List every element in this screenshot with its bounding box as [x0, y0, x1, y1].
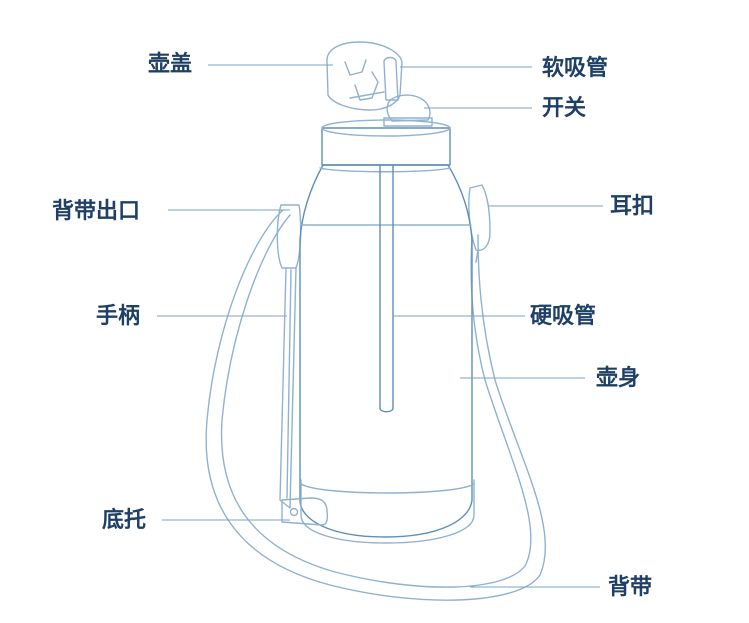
strap-outline-outer: [205, 209, 547, 601]
lid-hinge-bar: [349, 91, 385, 99]
label-switch: 开关: [542, 96, 587, 121]
strap-outline-inner: [220, 214, 532, 588]
base-clip: [281, 497, 329, 526]
base-shape: [300, 479, 475, 544]
body-shape: [299, 164, 473, 538]
label-base: 底托: [102, 508, 147, 533]
base-clip-screw: [289, 507, 299, 517]
label-strap-outlet: 背带出口: [52, 199, 141, 224]
label-soft-straw: 软吸管: [542, 56, 609, 81]
base-top-edge: [300, 483, 475, 494]
switch-base: [383, 117, 433, 127]
ear-buckle-stem: [475, 249, 479, 263]
label-body: 壶身: [596, 366, 641, 391]
soft-straw-shape: [383, 56, 399, 101]
label-strap: 背带: [608, 575, 653, 600]
neck-rim: [321, 119, 451, 137]
label-hard-straw: 硬吸管: [530, 304, 597, 329]
handle-grip-centerline: [286, 269, 292, 499]
handle-top-clip: [276, 204, 302, 269]
lid-inner-detail: [344, 59, 379, 101]
lid-shape: [326, 41, 403, 111]
switch-shape: [386, 94, 431, 122]
handle-grip: [279, 267, 297, 509]
label-ear-buckle: 耳扣: [610, 194, 655, 219]
label-handle: 手柄: [96, 304, 141, 329]
neck-shape: [321, 127, 451, 166]
label-lid: 壶盖: [148, 52, 193, 77]
body-shoulder-curve: [319, 167, 451, 173]
hard-straw-shape: [379, 164, 394, 413]
